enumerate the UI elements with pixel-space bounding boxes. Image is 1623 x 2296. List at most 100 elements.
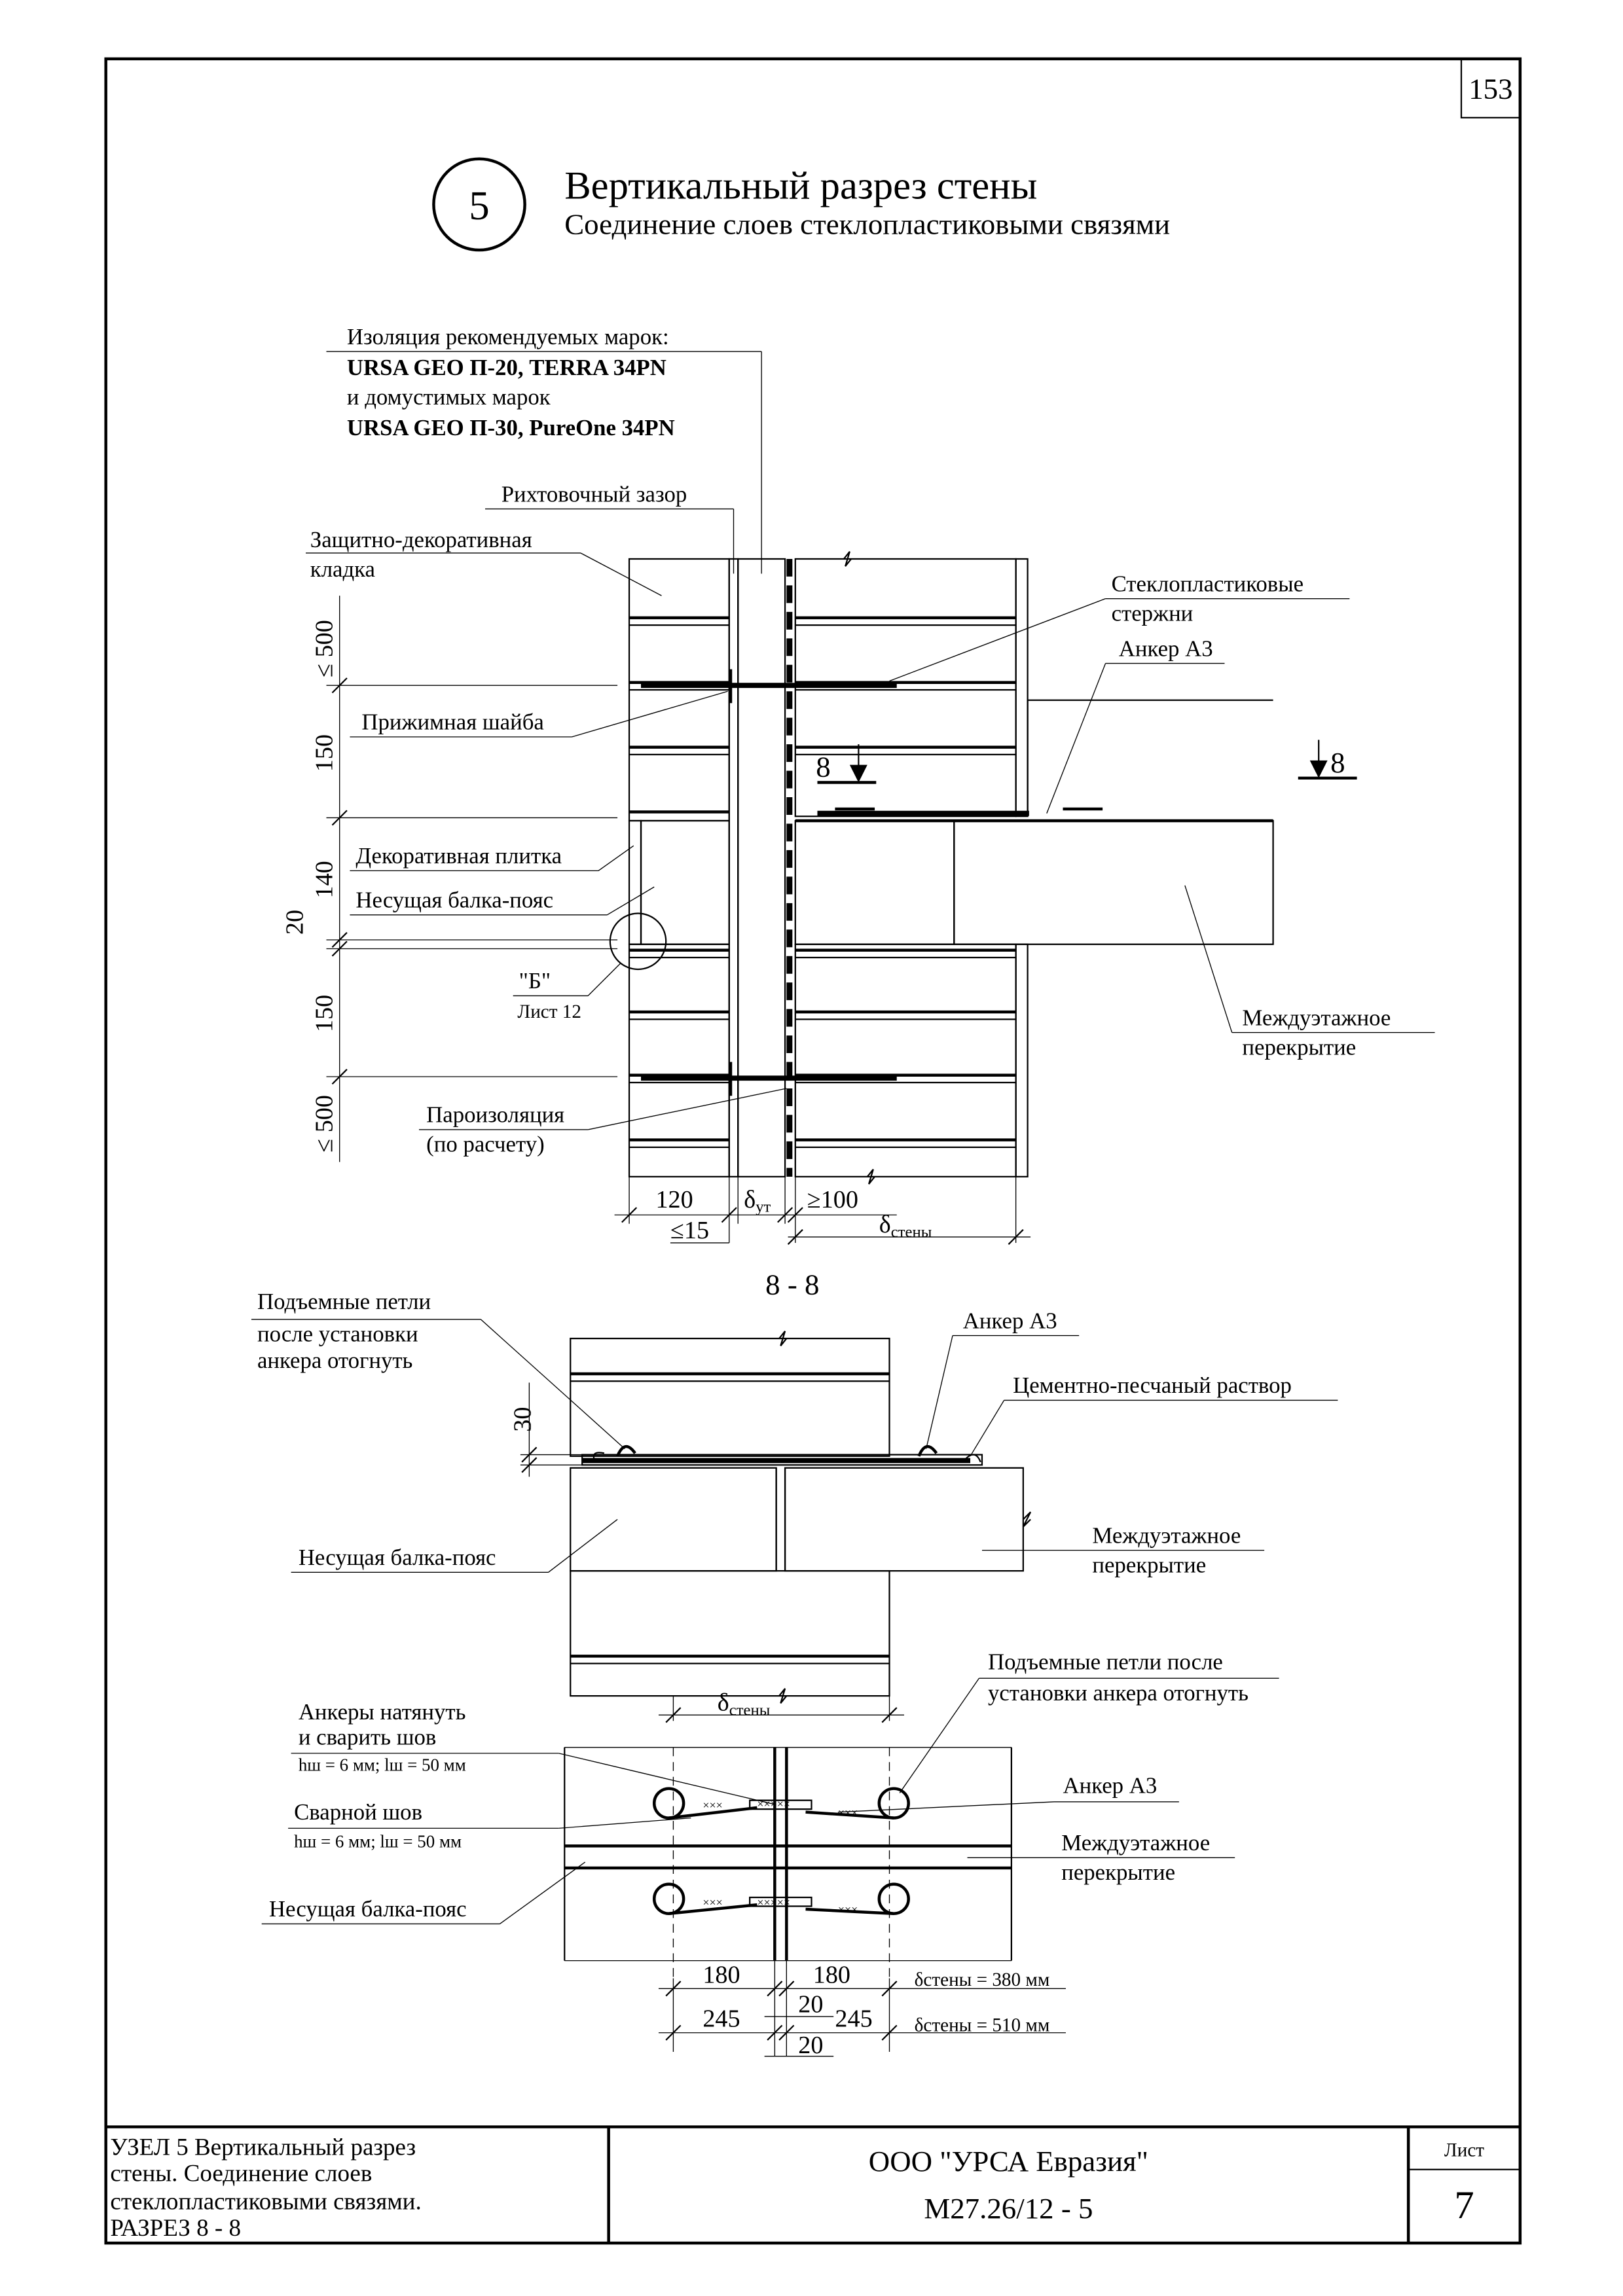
svg-text:×××: ××× bbox=[838, 1903, 858, 1916]
section-88-dims: 30 δстены bbox=[509, 1382, 904, 1723]
svg-text:δстены: δстены bbox=[718, 1689, 771, 1719]
rods-callout: Стеклопластиковые стержни bbox=[889, 571, 1350, 682]
floor-88-callout: Междуэтажное перекрытие bbox=[981, 1522, 1265, 1577]
svg-text:стержни: стержни bbox=[1112, 600, 1194, 626]
svg-text:кладка: кладка bbox=[310, 556, 375, 582]
svg-text:δут: δут bbox=[744, 1186, 771, 1216]
svg-text:перекрытие: перекрытие bbox=[1061, 1859, 1175, 1885]
floor-slab bbox=[817, 699, 1274, 945]
svg-text:≤ 500: ≤ 500 bbox=[310, 1095, 338, 1153]
svg-text:×××: ××× bbox=[702, 1799, 722, 1812]
title-block-desc-line: УЗЕЛ 5 Вертикальный разрез bbox=[110, 2134, 416, 2161]
sheet-label: Лист bbox=[1444, 2140, 1484, 2161]
washer-callout: Прижимная шайба bbox=[350, 691, 728, 738]
svg-text:Несущая балка-пояс: Несущая балка-пояс bbox=[299, 1545, 496, 1570]
svg-text:Цементно-песчаный раствор: Цементно-песчаный раствор bbox=[1013, 1372, 1292, 1398]
plan-dimensions: 180 180 20 245 245 20 δстены = 380 мм δс… bbox=[658, 1960, 1066, 2059]
svg-text:Междуэтажное: Междуэтажное bbox=[1092, 1522, 1241, 1548]
tile-callout: Декоративная плитка bbox=[350, 843, 634, 872]
svg-text:Стеклопластиковые: Стеклопластиковые bbox=[1112, 571, 1304, 596]
svg-text:δстены = 380 мм: δстены = 380 мм bbox=[915, 1969, 1050, 1990]
title-block-desc-line: РАЗРЕЗ 8 - 8 bbox=[110, 2215, 241, 2242]
svg-text:Анкеры натянуть: Анкеры натянуть bbox=[299, 1699, 466, 1725]
loops-callout: Подъемные петли после установки анкера о… bbox=[251, 1289, 625, 1450]
section-8-8: 8 - 8 bbox=[251, 1268, 1338, 1723]
svg-text:перекрытие: перекрытие bbox=[1092, 1552, 1206, 1577]
svg-text:Сварной шов: Сварной шов bbox=[294, 1799, 422, 1825]
masonry-callout: Защитно-декоративная кладка bbox=[306, 527, 662, 596]
svg-text:245: 245 bbox=[835, 2005, 872, 2033]
anchor-plan-callout: Анкер А3 bbox=[837, 1772, 1179, 1813]
svg-text:180: 180 bbox=[813, 1961, 850, 1988]
mortar-callout: Цементно-песчаный раствор bbox=[970, 1372, 1338, 1457]
svg-text:≤ 500: ≤ 500 bbox=[310, 620, 338, 677]
svg-text:245: 245 bbox=[702, 2005, 740, 2033]
svg-text:Анкер А3: Анкер А3 bbox=[963, 1308, 1057, 1333]
svg-text:180: 180 bbox=[702, 1961, 740, 1988]
weld-callout: Сварной шов hш = 6 мм; lш = 50 мм bbox=[288, 1799, 691, 1852]
svg-text:150: 150 bbox=[310, 734, 338, 772]
lower-wall bbox=[570, 1570, 890, 1704]
page-title: Вертикальный разрез стены bbox=[564, 164, 1037, 207]
svg-text:и сварить шов: и сварить шов bbox=[299, 1724, 437, 1749]
company-name: ООО "УРСА Евразия" bbox=[869, 2145, 1148, 2178]
gap-callout: Рихтовочный зазор bbox=[485, 481, 735, 574]
svg-text:hш = 6 мм; lш = 50 мм: hш = 6 мм; lш = 50 мм bbox=[294, 1832, 462, 1852]
node-number: 5 bbox=[469, 183, 489, 228]
svg-text:Изоляция рекомендуемых марок:: Изоляция рекомендуемых марок: bbox=[347, 324, 669, 350]
break-mark bbox=[866, 1168, 875, 1185]
inner-masonry-lower bbox=[794, 943, 1029, 1177]
svg-text:Подъемные петли: Подъемные петли bbox=[257, 1289, 431, 1314]
svg-text:Анкер А3: Анкер А3 bbox=[1063, 1772, 1157, 1798]
horizontal-dimensions: 120 δут ≥100 ≤15 δстены bbox=[614, 1176, 1031, 1245]
svg-text:Междуэтажное: Междуэтажное bbox=[1242, 1005, 1391, 1030]
svg-text:140: 140 bbox=[310, 861, 338, 898]
break-mark bbox=[843, 551, 852, 567]
mortar-and-anchors bbox=[581, 1444, 983, 1466]
section-8-8-title: 8 - 8 bbox=[765, 1268, 819, 1301]
loops-plan-callout: Подъемные петли после установки анкера о… bbox=[899, 1649, 1279, 1793]
beam-88-callout: Несущая балка-пояс bbox=[291, 1518, 618, 1573]
node-circle bbox=[432, 157, 526, 252]
beam-belt bbox=[628, 819, 1273, 945]
svg-text:20: 20 bbox=[282, 910, 309, 935]
svg-text:Декоративная плитка: Декоративная плитка bbox=[356, 843, 562, 869]
svg-text:Пароизоляция: Пароизоляция bbox=[426, 1102, 564, 1128]
svg-text:20: 20 bbox=[798, 2032, 823, 2059]
detail-ref-callout: "Б" Лист 12 bbox=[513, 963, 621, 1022]
svg-text:Несущая балка-пояс: Несущая балка-пояс bbox=[356, 888, 553, 913]
svg-text:(по расчету): (по расчету) bbox=[426, 1132, 545, 1157]
svg-text:Защитно-декоративная: Защитно-декоративная bbox=[310, 527, 532, 552]
svg-text:≥100: ≥100 bbox=[807, 1186, 858, 1213]
vertical-section: 8 8 Изоляция рекомендуемых марок: URSA G… bbox=[282, 324, 1435, 1245]
sheet-number: 7 bbox=[1454, 2183, 1474, 2227]
svg-text:Подъемные петли после: Подъемные петли после bbox=[988, 1649, 1223, 1675]
svg-text:анкера отогнуть: анкера отогнуть bbox=[257, 1348, 412, 1373]
svg-text:×××: ××× bbox=[838, 1806, 858, 1819]
section-cut-mark-right: 8 bbox=[1298, 740, 1357, 780]
svg-text:Лист 12: Лист 12 bbox=[517, 1001, 581, 1022]
svg-text:30: 30 bbox=[509, 1407, 537, 1432]
svg-text:150: 150 bbox=[310, 995, 338, 1032]
svg-text:8: 8 bbox=[1330, 746, 1345, 779]
svg-text:URSA GEO П-30, PureOne 34PN: URSA GEO П-30, PureOne 34PN bbox=[347, 415, 675, 440]
anchor-pair-lower: ××× ××××× ××× bbox=[652, 1882, 910, 1916]
outer-masonry-lower bbox=[628, 943, 730, 1177]
beam-callout: Несущая балка-пояс bbox=[350, 886, 655, 916]
sheet-frame: 153 bbox=[104, 57, 1522, 2245]
upper-wall bbox=[570, 1331, 890, 1457]
svg-text:Прижимная шайба: Прижимная шайба bbox=[361, 709, 544, 735]
drawing-code: М27.26/12 - 5 bbox=[924, 2192, 1093, 2225]
svg-text:×××: ××× bbox=[702, 1895, 722, 1909]
title-block-desc-line: стены. Соединение слоев bbox=[110, 2161, 372, 2187]
svg-text:Анкер А3: Анкер А3 bbox=[1119, 636, 1213, 661]
anchor-pair-upper: ××× ××××× ××× bbox=[652, 1787, 910, 1820]
svg-text:≤15: ≤15 bbox=[670, 1217, 709, 1244]
svg-text:8: 8 bbox=[816, 751, 830, 783]
anchor-callout: Анкер А3 bbox=[1046, 636, 1225, 814]
svg-text:δстены: δстены bbox=[879, 1211, 932, 1241]
svg-text:URSA GEO П-20, TERRA 34PN: URSA GEO П-20, TERRA 34PN bbox=[347, 355, 666, 380]
insulation-callout: Изоляция рекомендуемых марок: URSA GEO П… bbox=[326, 324, 762, 574]
svg-text:Несущая балка-пояс: Несущая балка-пояс bbox=[269, 1896, 467, 1922]
anchors-pull-callout: Анкеры натянуть и сварить шов hш = 6 мм;… bbox=[291, 1699, 776, 1806]
